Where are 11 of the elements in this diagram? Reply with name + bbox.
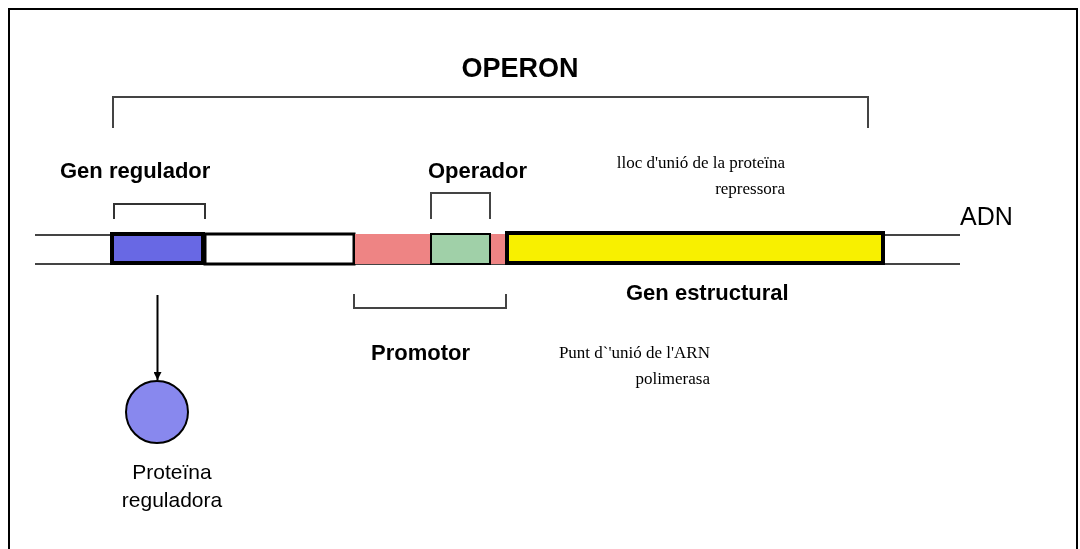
arrow <box>153 294 162 381</box>
annotation-text: Punt d`'unió de l'ARN polimerasa <box>557 342 710 390</box>
region-label: Gen regulador <box>60 157 212 185</box>
gene-segment <box>110 232 205 265</box>
region-label: Gen estructural <box>626 279 790 307</box>
annotation-text: lloc d'unió de la proteïna repressora <box>615 152 785 200</box>
dna-label: ADN <box>960 201 1014 232</box>
title-label: OPERON <box>460 52 580 85</box>
node-caption: Proteïna reguladora <box>120 459 224 513</box>
region-label: Operador <box>428 157 529 185</box>
region-label: Promotor <box>371 339 471 367</box>
